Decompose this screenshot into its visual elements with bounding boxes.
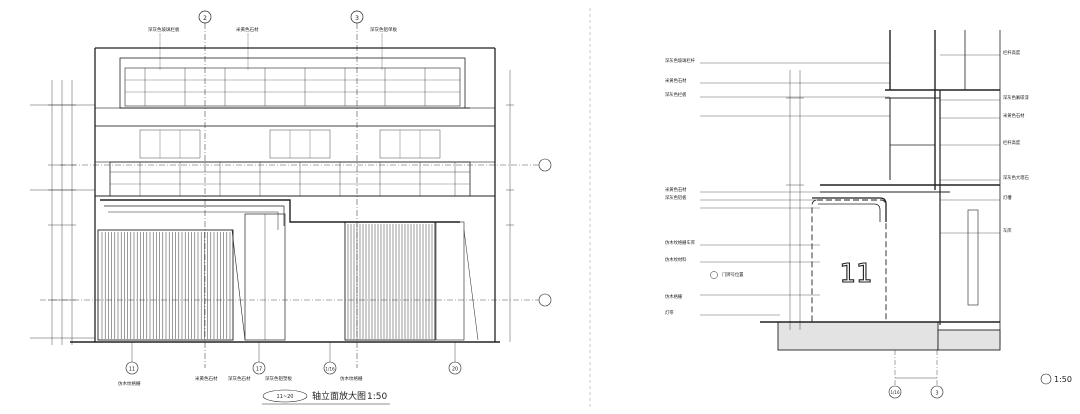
material-label: 车库 (1003, 227, 1012, 234)
bottom-axis-20: 20 (448, 342, 462, 375)
axis-label: 20 (452, 367, 458, 373)
axis-label: 3 (355, 15, 359, 22)
axis-label: 1/16 (325, 367, 335, 372)
caption-axes: 11~20 (277, 394, 294, 400)
caption-title: 轴立面放大图 (312, 390, 366, 402)
material-label: 灯带 (665, 309, 674, 316)
top-axis-bubble-a: 2 (198, 10, 212, 368)
material-label: 米黄色石材 (665, 77, 687, 84)
material-label: 深灰色大理石 (1003, 174, 1029, 181)
bottom-axis-17: 17 (252, 342, 266, 375)
material-label: 米黄色石材 (1003, 112, 1025, 119)
material-label: 仿木纹格栅 (118, 380, 141, 387)
axis-label: 3 (935, 391, 938, 397)
left-wood-grille (101, 232, 231, 339)
material-label: 米黄色石材 (195, 375, 218, 382)
marker-circle (710, 271, 718, 279)
material-label: 深灰色铝板 (665, 194, 687, 201)
material-label: 栏杆高度 (1003, 139, 1021, 146)
material-label: 深灰色玻璃栏板 (148, 26, 180, 33)
section-axis-1-16: 1/16 (888, 350, 902, 399)
material-label: 栏杆高度 (1003, 49, 1021, 56)
caption-scale: 1:50 (367, 392, 387, 402)
right-wood-grille (347, 224, 433, 339)
material-label: 深灰色铝塑板 (265, 375, 292, 382)
material-label: 门牌号位置 (722, 271, 744, 278)
material-label: 深灰色玻璃栏杆 (665, 57, 696, 64)
material-label: 深灰色铝单板 (370, 26, 397, 33)
axis-label: 17 (256, 367, 262, 373)
left-elevation: 2 3 深灰色玻璃栏板 米黄色石材 深灰色铝单板 (30, 10, 552, 405)
material-label: 仿木纹材料 (665, 256, 687, 263)
material-label: 深灰色氟碳漆 (1003, 94, 1029, 101)
axis-label: 11 (129, 367, 135, 373)
material-label: 米黄色石材 (665, 186, 687, 193)
right-caption: 1:50 (1040, 373, 1072, 385)
upper-railing (125, 68, 460, 106)
bottom-axis-1-16: 1/16 (323, 342, 337, 375)
material-label: 深灰色栏板 (665, 91, 687, 98)
axis-label: 2 (203, 15, 207, 22)
axis-label: 1/16 (891, 390, 900, 395)
material-label: 仿木纹格栅车库 (665, 239, 696, 246)
room-number: 11 (839, 259, 872, 289)
material-label: 米黄色石材 (236, 26, 259, 33)
material-label: 仿木格栅 (665, 293, 683, 300)
bottom-axis-11: 11 (125, 342, 139, 375)
middle-railing (139, 162, 456, 196)
caption-scale: 1:50 (1054, 375, 1072, 384)
material-label: 深灰色石材 (228, 375, 251, 382)
section-axis-3: 3 (930, 350, 944, 399)
right-section: 11 (665, 30, 1072, 399)
left-caption: 11~20 轴立面放大图 1:50 (262, 389, 390, 405)
ground-slab (777, 321, 939, 351)
material-label: 灯槽 (1003, 194, 1012, 201)
material-label: 仿木纹格栅 (340, 375, 363, 382)
